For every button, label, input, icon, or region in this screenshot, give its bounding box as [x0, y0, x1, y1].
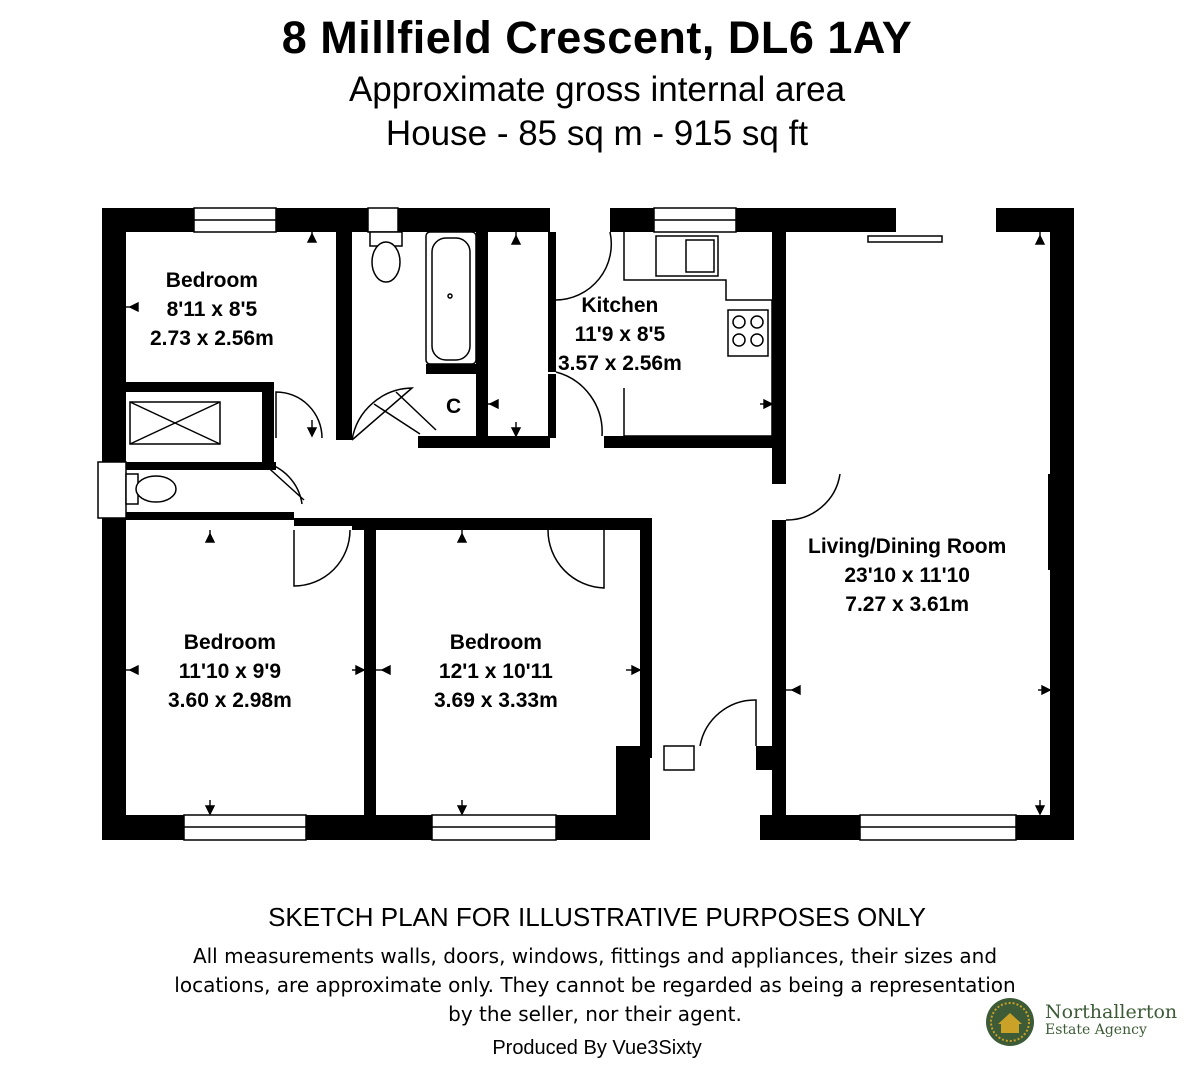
room-label-kitchen: Kitchen 11'9 x 8'5 3.57 x 2.56m	[558, 291, 682, 378]
room-imperial: 23'10 x 11'10	[844, 564, 970, 587]
room-metric: 2.73 x 2.56m	[150, 327, 274, 350]
room-label-living-dining: Living/Dining Room 23'10 x 11'10 7.27 x …	[808, 532, 1006, 619]
room-imperial: 11'9 x 8'5	[574, 323, 666, 346]
room-label-bedroom-top-left: Bedroom 8'11 x 8'5 2.73 x 2.56m	[150, 266, 274, 353]
plan-subtitle: Approximate gross internal area	[348, 70, 846, 109]
kitchen-units	[623, 232, 943, 437]
room-metric: 3.60 x 2.98m	[168, 689, 292, 712]
room-label-bedroom-bottom-mid: Bedroom 12'1 x 10'11 3.69 x 3.33m	[434, 628, 558, 715]
plan-title: 8 Millfield Crescent, DL6 1AY	[281, 12, 913, 63]
disclaimer-body: All measurements walls, doors, windows, …	[174, 944, 1016, 1026]
agency-name-line2: Estate Agency	[1045, 1022, 1147, 1038]
windows	[97, 207, 1017, 841]
door-swings	[261, 231, 841, 747]
room-imperial: 8'11 x 8'5	[166, 298, 258, 321]
room-name: Bedroom	[183, 631, 276, 654]
room-name: Kitchen	[581, 294, 659, 317]
bath-fittings	[125, 231, 477, 505]
walls	[102, 208, 1074, 840]
room-name: Living/Dining Room	[808, 535, 1007, 558]
room-metric: 3.57 x 2.56m	[558, 352, 682, 375]
room-imperial: 12'1 x 10'11	[438, 660, 553, 683]
room-label-cupboard: C	[446, 395, 462, 418]
gross-area: House - 85 sq m - 915 sq ft	[385, 114, 809, 153]
room-name: Bedroom	[165, 269, 258, 292]
room-metric: 7.27 x 3.61m	[845, 593, 970, 616]
room-imperial: 11'10 x 9'9	[178, 660, 282, 683]
room-label-bedroom-bottom-left: Bedroom 11'10 x 9'9 3.60 x 2.98m	[168, 628, 292, 715]
room-metric: 3.69 x 3.33m	[434, 689, 558, 712]
house-logo-icon	[986, 998, 1034, 1046]
producer-credit: Produced By Vue3Sixty	[492, 1037, 702, 1059]
dimension-arrows	[126, 232, 1052, 816]
agency-name-line1: Northallerton	[1045, 1001, 1178, 1023]
room-name: Bedroom	[449, 631, 542, 654]
disclaimer-heading: SKETCH PLAN FOR ILLUSTRATIVE PURPOSES ON…	[268, 902, 926, 932]
